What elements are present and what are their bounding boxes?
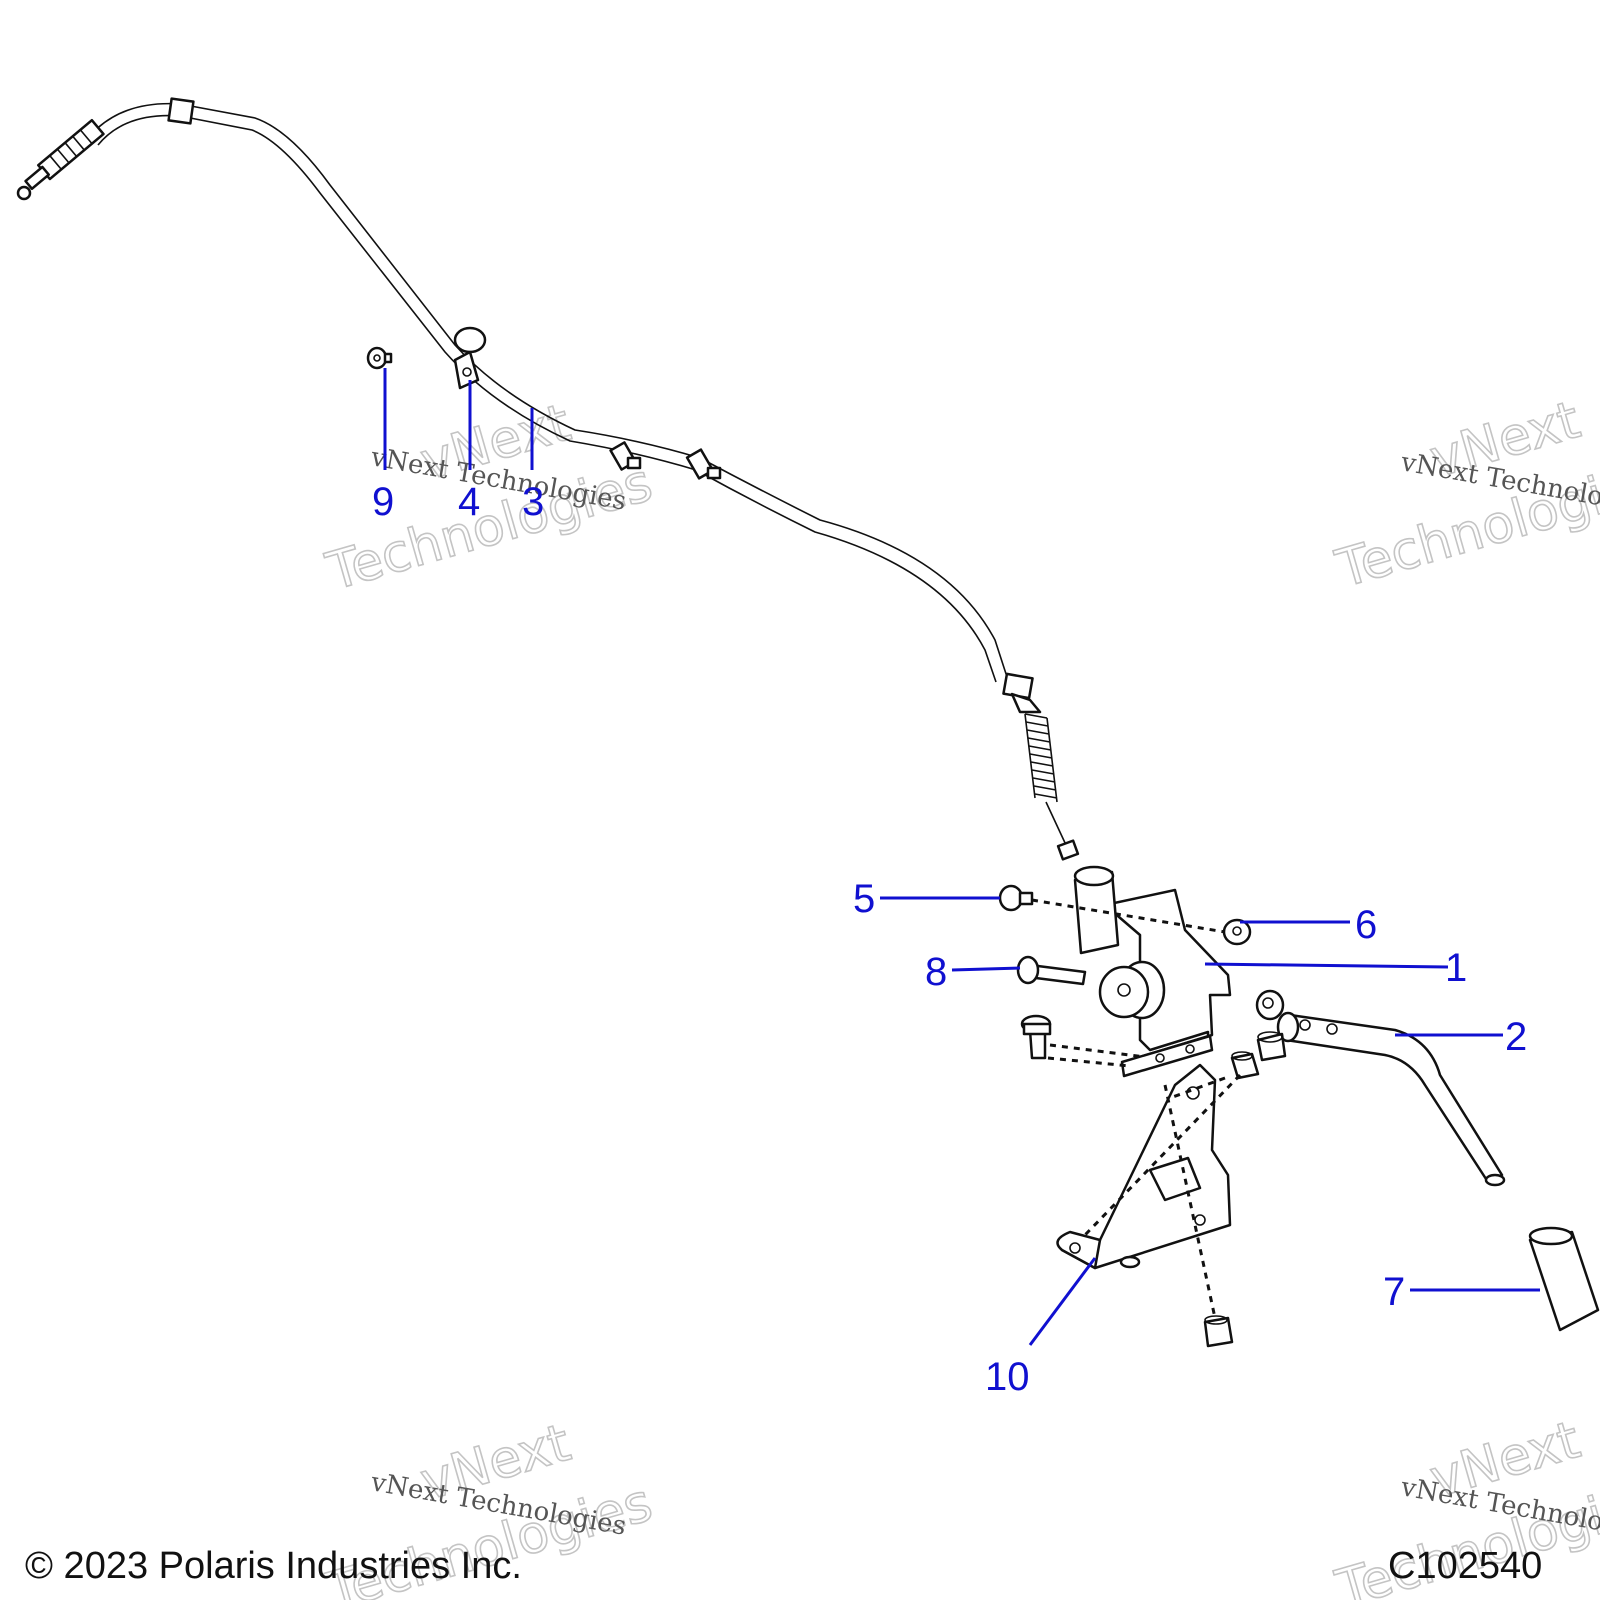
push-nut-9 xyxy=(366,346,393,370)
cable-fitting-2 xyxy=(685,448,722,480)
callout-1: 1 xyxy=(1445,946,1467,990)
nut-mid xyxy=(1256,1031,1287,1062)
drawing-number: C102540 xyxy=(1388,1545,1542,1587)
callout-7: 7 xyxy=(1383,1270,1405,1314)
callout-9: 9 xyxy=(372,480,394,524)
cable-end-ball xyxy=(16,185,32,201)
washer-6 xyxy=(1222,918,1252,946)
callout-5: 5 xyxy=(853,877,875,921)
callout-6: 6 xyxy=(1355,903,1377,947)
leader-10 xyxy=(1028,1257,1097,1346)
leader-8 xyxy=(951,966,1021,972)
throttle-cable xyxy=(16,97,1080,861)
flange-nut-5 xyxy=(998,884,1034,912)
pedal-lever xyxy=(1284,1013,1504,1184)
cable-inner-wire xyxy=(1045,801,1067,846)
nut-bottom xyxy=(1203,1315,1234,1348)
callout-10: 10 xyxy=(985,1355,1030,1399)
assembly-line-bracket-down xyxy=(1163,1084,1217,1319)
callout-3: 3 xyxy=(522,480,544,524)
cable-end-fitting xyxy=(24,118,105,191)
leader-lines xyxy=(383,368,1540,1346)
assembly-line-bolt xyxy=(1049,1043,1146,1059)
assembly-line-5-6 xyxy=(1031,898,1226,934)
bushing-face xyxy=(1098,965,1150,1019)
cable-ferrule-bottom xyxy=(1002,672,1034,700)
cable-end-barrel xyxy=(1056,839,1080,861)
watermark-group: vNext Technologies vNext Technologies vN… xyxy=(319,389,1600,1600)
nut-mid-2 xyxy=(1230,1051,1260,1080)
pedal-assembly xyxy=(366,346,1600,1348)
assembly-line-bolt-2 xyxy=(1047,1056,1131,1068)
pedal-foot-plate xyxy=(1120,1034,1214,1078)
bolt-8 xyxy=(1016,955,1087,986)
callout-8: 8 xyxy=(925,950,947,994)
nut-upper xyxy=(1255,989,1285,1021)
cable-ferrule-top xyxy=(167,97,195,125)
mounting-bracket-window xyxy=(1148,1156,1202,1202)
cable-fitting-1 xyxy=(609,441,642,471)
copyright-text: © 2023 Polaris Industries Inc. xyxy=(25,1545,522,1587)
callout-2: 2 xyxy=(1505,1015,1527,1059)
leader-1 xyxy=(1204,962,1449,969)
callout-labels: 1 2 3 4 5 6 7 8 9 10 xyxy=(372,480,1527,1399)
cable-clamp xyxy=(453,326,487,390)
assembly-line-diag-2 xyxy=(1169,1076,1226,1100)
cable-spring xyxy=(1024,713,1058,803)
assembly-line-diag xyxy=(1083,1073,1242,1237)
callout-4: 4 xyxy=(458,480,480,524)
pedal-pad xyxy=(1528,1230,1600,1332)
bolt-lower xyxy=(1020,1014,1052,1060)
